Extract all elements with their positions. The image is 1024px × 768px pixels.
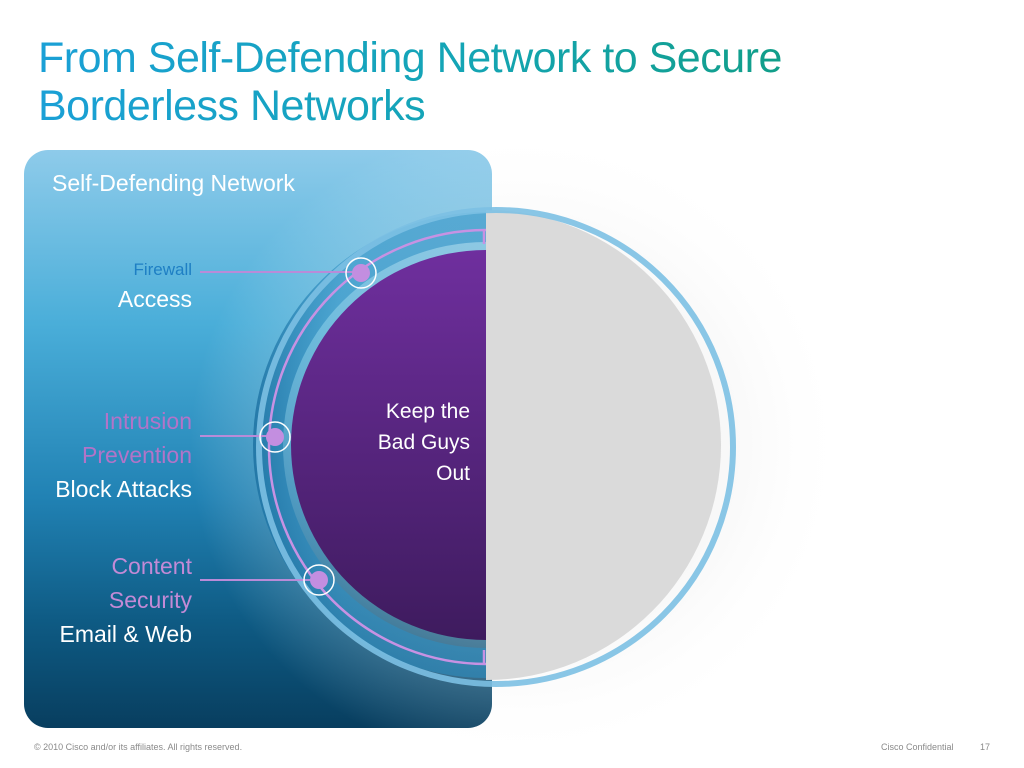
center-line-1: Keep the — [385, 400, 470, 423]
label-content-caption-line-2: Security — [108, 587, 192, 613]
footer-copyright: © 2010 Cisco and/or its affiliates. All … — [34, 742, 243, 752]
center-line-3: Out — [436, 462, 470, 485]
panel-heading: Self-Defending Network — [52, 170, 295, 196]
node-intrusion-halo — [259, 421, 291, 453]
outer-ring — [256, 207, 736, 687]
node-firewall — [352, 264, 370, 282]
label-content-security: Content Security Email & Web — [59, 549, 192, 651]
lilac-arc — [267, 228, 487, 666]
label-content-subtitle: Email & Web — [59, 621, 192, 647]
label-intrusion-prevention: Intrusion Prevention Block Attacks — [55, 404, 192, 506]
label-firewall-caption: Firewall — [133, 260, 192, 279]
label-content-caption-line-1: Content — [111, 553, 192, 579]
inner-blue-band — [253, 212, 486, 678]
label-intrusion-caption-line-1: Intrusion — [103, 408, 192, 434]
node-intrusion — [266, 428, 284, 446]
label-firewall-subtitle: Access — [117, 286, 192, 312]
footer-confidential: Cisco Confidential — [881, 742, 954, 752]
label-intrusion-caption-line-2: Prevention — [82, 442, 192, 468]
label-firewall: Firewall Access — [118, 258, 192, 316]
node-content — [310, 571, 328, 589]
center-message: Keep the Bad Guys Out — [340, 396, 470, 489]
footer-page-number: 17 — [980, 742, 991, 752]
node-firewall-halo — [345, 257, 377, 289]
center-line-2: Bad Guys — [377, 431, 470, 454]
label-intrusion-subtitle: Block Attacks — [55, 476, 192, 502]
gray-half-disc — [486, 210, 721, 680]
purple-half-disc — [291, 250, 486, 640]
node-content-halo — [303, 564, 335, 596]
